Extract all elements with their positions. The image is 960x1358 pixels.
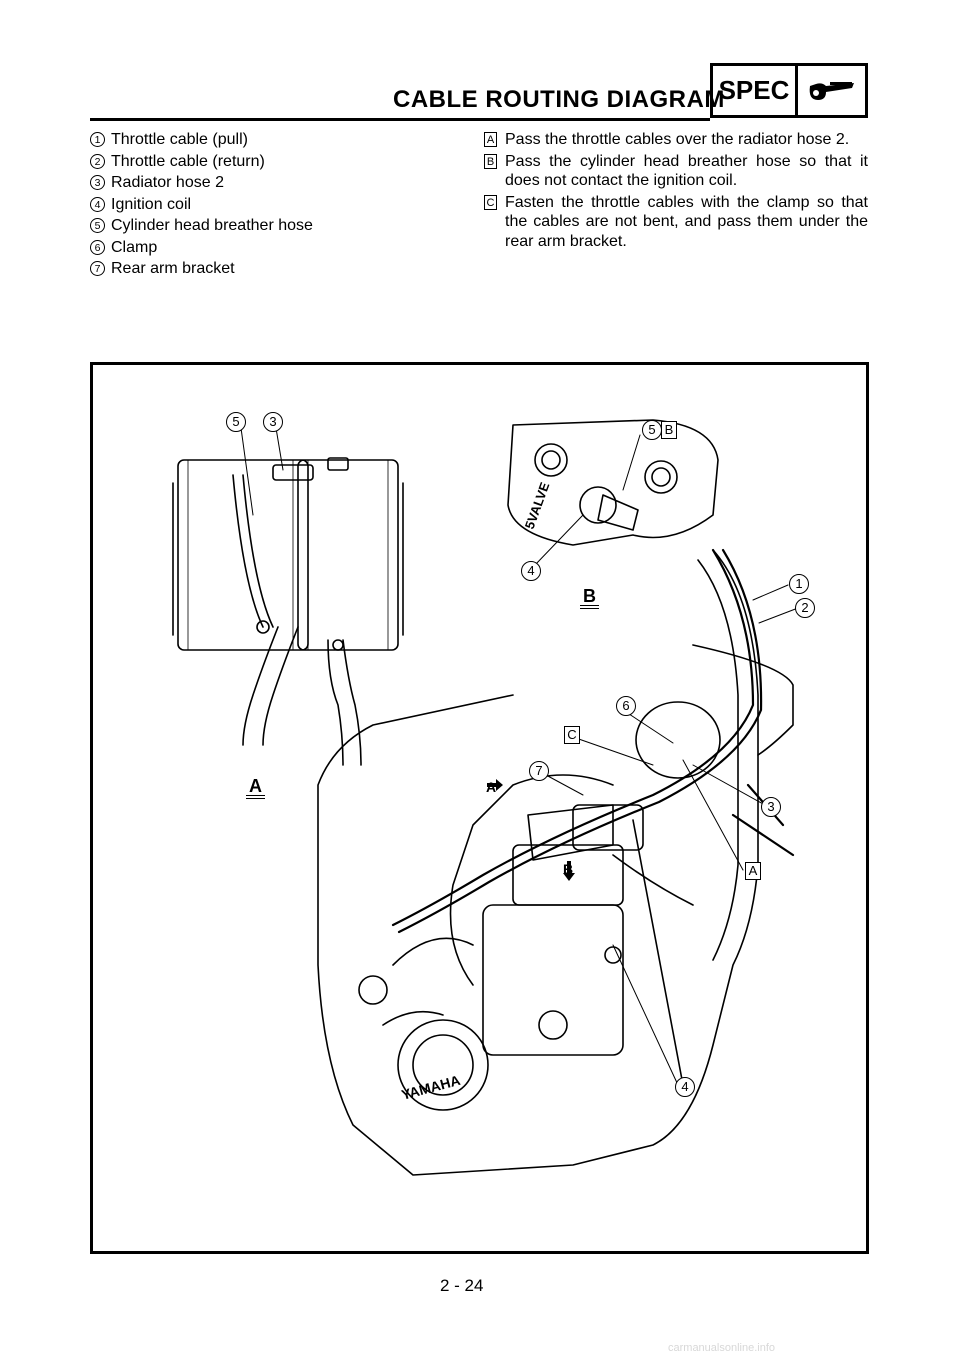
- callout-1: 1: [789, 574, 809, 594]
- throttle-cables: [391, 548, 795, 934]
- page-number: 2 - 24: [440, 1276, 484, 1295]
- callout-a: A: [745, 862, 761, 880]
- frame-engine-view: YAMAHA: [317, 549, 794, 1176]
- part-number: 3: [90, 175, 105, 190]
- callout-5: 5: [642, 420, 662, 440]
- callout-b: B: [661, 421, 677, 439]
- part-number: 6: [90, 239, 105, 255]
- cable-routing-illustration: 5VALVE YAMAHA: [172, 419, 799, 1176]
- head-cover-view: 5VALVE: [507, 419, 719, 546]
- callout-7: 7: [529, 761, 549, 781]
- view-arrow-a: A: [486, 779, 503, 795]
- callout-2: 2: [795, 598, 815, 618]
- part-number: 2: [90, 153, 105, 169]
- callout-c: C: [564, 726, 580, 744]
- wrench-icon: [798, 66, 865, 115]
- callout-6: 6: [616, 696, 636, 716]
- valve-text: 5VALVE: [522, 480, 553, 531]
- view-arrow-b: B: [563, 861, 575, 881]
- part-number: 4: [90, 196, 105, 212]
- spec-badge-label: SPEC: [713, 66, 798, 115]
- brand-text: YAMAHA: [400, 1072, 462, 1103]
- note-letter: B: [484, 153, 497, 169]
- note-letter: C: [484, 194, 497, 210]
- leader-lines: [240, 427, 799, 1086]
- part-number: 1: [90, 132, 105, 147]
- callout-3: 3: [263, 412, 283, 432]
- part-number: 5: [90, 218, 105, 233]
- view-label-a: A: [246, 777, 265, 799]
- diagram-frame: 5VALVE YAMAHA: [90, 362, 869, 1254]
- note-letter: A: [484, 132, 497, 147]
- part-number: 7: [90, 261, 105, 276]
- callout-3: 3: [761, 797, 781, 817]
- page-title: CABLE ROUTING DIAGRAM: [393, 86, 725, 113]
- callout-4: 4: [521, 561, 541, 581]
- radiator-view: [172, 457, 404, 766]
- callout-5: 5: [226, 412, 246, 432]
- callout-4: 4: [675, 1077, 695, 1097]
- title-underline: [90, 118, 710, 121]
- spec-badge: SPEC: [710, 63, 868, 118]
- view-label-b: B: [580, 587, 599, 609]
- watermark: carmanualsonline.info: [668, 1342, 776, 1354]
